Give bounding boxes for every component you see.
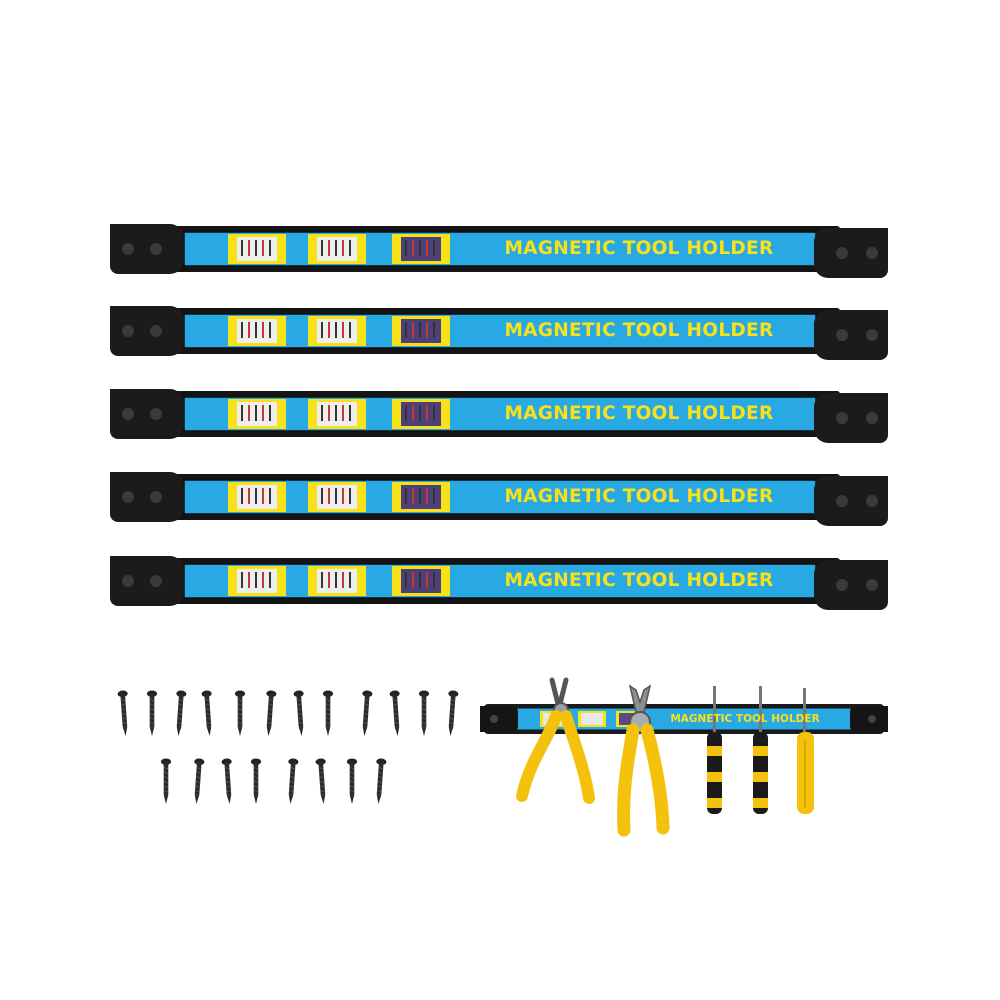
screw-13 <box>160 758 172 804</box>
combination-pliers <box>617 684 670 837</box>
screws <box>116 689 460 805</box>
tool-holder-bar-5: MAGNETIC TOOL HOLDER <box>108 552 890 610</box>
tool-holder-bar-1: MAGNETIC TOOL HOLDER <box>108 220 890 278</box>
screw-5 <box>234 690 246 736</box>
screwdriver <box>797 688 814 814</box>
screw-4 <box>200 689 216 737</box>
screw-20 <box>372 757 388 805</box>
screw-10 <box>388 689 404 737</box>
bar-label: MAGNETIC TOOL HOLDER <box>504 402 774 424</box>
screw-14 <box>190 757 206 805</box>
screw-11 <box>418 690 430 736</box>
bar-label: MAGNETIC TOOL HOLDER <box>504 569 774 591</box>
screw-1 <box>116 689 132 737</box>
screw-2 <box>146 690 158 736</box>
bar-graphic <box>110 556 888 610</box>
screw-16 <box>250 758 262 804</box>
bar-graphic <box>110 472 888 526</box>
screw-8 <box>322 690 334 736</box>
screw-17 <box>284 757 300 805</box>
screw-3 <box>172 689 188 737</box>
demo-bar-label: MAGNETIC TOOL HOLDER <box>670 713 820 725</box>
screwdriver <box>753 686 768 814</box>
screwdriver <box>707 686 722 814</box>
screw-15 <box>220 757 236 805</box>
bar-label: MAGNETIC TOOL HOLDER <box>504 485 774 507</box>
bar-graphic <box>110 306 888 360</box>
tool-holder-bar-3: MAGNETIC TOOL HOLDER <box>108 385 890 443</box>
bar-graphic <box>110 224 888 278</box>
bar-label: MAGNETIC TOOL HOLDER <box>504 237 774 259</box>
screw-18 <box>314 757 330 805</box>
circlip-pliers <box>516 677 595 804</box>
tool-holder-bar-4: MAGNETIC TOOL HOLDER <box>108 468 890 526</box>
screw-9 <box>358 689 374 737</box>
bar-graphic <box>110 389 888 443</box>
screw-19 <box>346 758 358 804</box>
screw-12 <box>444 689 460 737</box>
bar-label: MAGNETIC TOOL HOLDER <box>504 319 774 341</box>
screw-7 <box>292 689 308 737</box>
tool-holder-bar-2: MAGNETIC TOOL HOLDER <box>108 302 890 360</box>
screw-6 <box>262 689 278 737</box>
